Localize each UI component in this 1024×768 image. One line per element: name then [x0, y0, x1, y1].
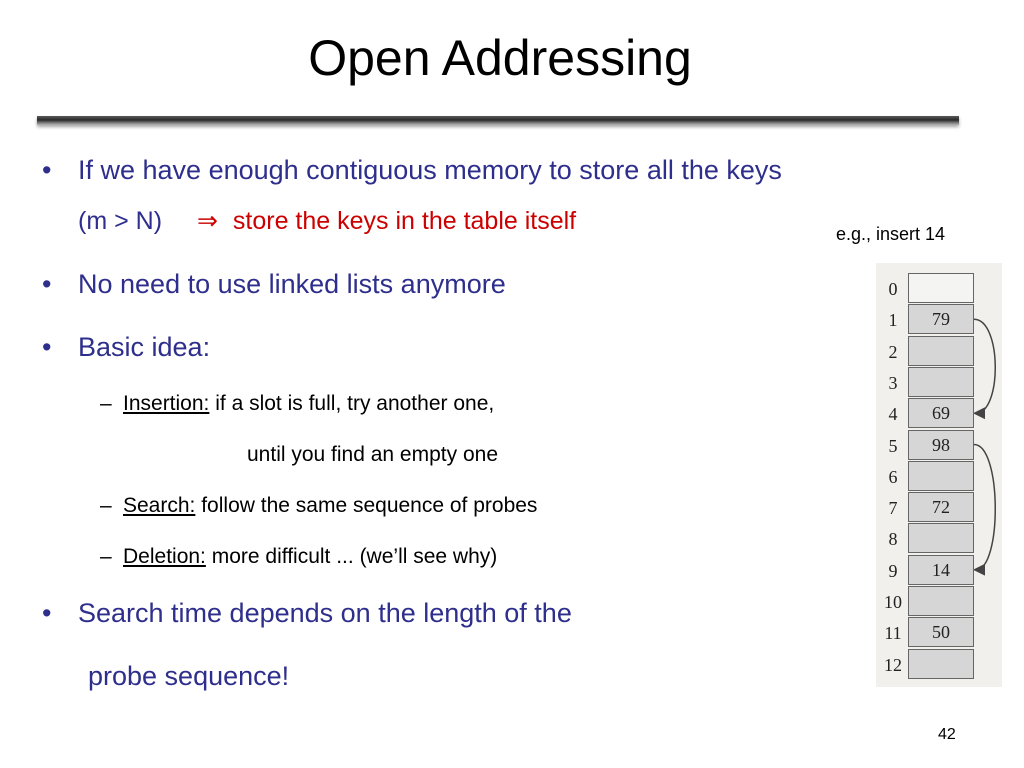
- sub-bullet-search: Search: follow the same sequence of prob…: [123, 493, 537, 519]
- slot-index: 8: [888, 529, 898, 550]
- implies-arrow-icon: ⇒: [196, 207, 218, 235]
- bullet-1-line-2: (m > N) ⇒ store the keys in the table it…: [78, 205, 576, 237]
- insertion-continuation: until you find an empty one: [247, 443, 498, 466]
- slot-index: 4: [888, 404, 898, 425]
- sub-bullet-marker: –: [100, 545, 112, 568]
- slot-index: 5: [888, 435, 898, 456]
- bullet-4-line-2: probe sequence!: [88, 661, 290, 691]
- slot-index: 7: [888, 498, 898, 519]
- slot-index: 0: [888, 279, 898, 299]
- slot-index: 1: [888, 310, 898, 331]
- table-slot: [908, 366, 974, 397]
- sub-bullet-marker: –: [100, 392, 112, 415]
- table-slot: [908, 586, 974, 616]
- table-slot: 98: [908, 429, 974, 460]
- slot-index: 11: [884, 623, 902, 644]
- slot-index: 3: [888, 372, 898, 393]
- table-slot: [908, 273, 974, 303]
- sub-bullet-marker: –: [100, 494, 112, 517]
- table-slot: 14: [908, 554, 974, 585]
- slide-title: Open Addressing: [308, 30, 692, 86]
- slot-index: 9: [888, 560, 898, 581]
- probe-arrow: [973, 318, 996, 420]
- table-slot: 72: [908, 492, 974, 523]
- example-caption: e.g., insert 14: [836, 224, 946, 244]
- bullet-1-line-1: If we have enough contiguous memory to s…: [78, 155, 782, 185]
- table-slot: [908, 335, 974, 366]
- bullet-1-conclusion: store the keys in the table itself: [232, 207, 577, 235]
- slot-index: 6: [888, 466, 898, 487]
- bullet-marker: •: [42, 332, 52, 362]
- slot-index: 12: [884, 654, 902, 675]
- table-slot: 50: [908, 617, 974, 648]
- bullet-1-condition: (m > N): [78, 207, 163, 235]
- page-number: 42: [938, 726, 956, 743]
- bullet-marker: •: [42, 269, 52, 299]
- probe-arrow: [973, 443, 996, 576]
- table-slot: [908, 648, 974, 679]
- title-divider: [37, 116, 959, 125]
- sub-bullet-deletion: Deletion: more difficult ... (we’ll see …: [123, 544, 497, 570]
- insertion-text: if a slot is full, try another one,: [215, 392, 495, 415]
- table-slot: [908, 523, 974, 554]
- slot-index: 2: [888, 341, 898, 362]
- probe-arrows: [973, 318, 996, 576]
- search-text: follow the same sequence of probes: [201, 494, 538, 517]
- sub-bullet-insertion: Insertion: if a slot is full, try anothe…: [123, 391, 494, 417]
- bullet-2: No need to use linked lists anymore: [78, 269, 506, 299]
- deletion-text: more difficult ... (we’ll see why): [211, 545, 498, 568]
- search-label: Search:: [123, 494, 196, 517]
- table-slot: [908, 460, 974, 491]
- bullet-marker: •: [42, 155, 52, 185]
- insertion-label: Insertion:: [123, 392, 210, 415]
- deletion-label: Deletion:: [123, 545, 206, 568]
- hash-table-figure: 0 1 79 2 3 4 69 5 98 6 7 72 8 9 14 10 11 50 12: [876, 263, 1002, 687]
- bullet-marker: •: [42, 598, 52, 628]
- bullet-3: Basic idea:: [78, 332, 211, 362]
- slot-index: 10: [884, 592, 902, 612]
- table-slot: 69: [908, 398, 974, 429]
- table-slot: 79: [908, 304, 974, 335]
- bullet-4-line-1: Search time depends on the length of the: [78, 598, 572, 628]
